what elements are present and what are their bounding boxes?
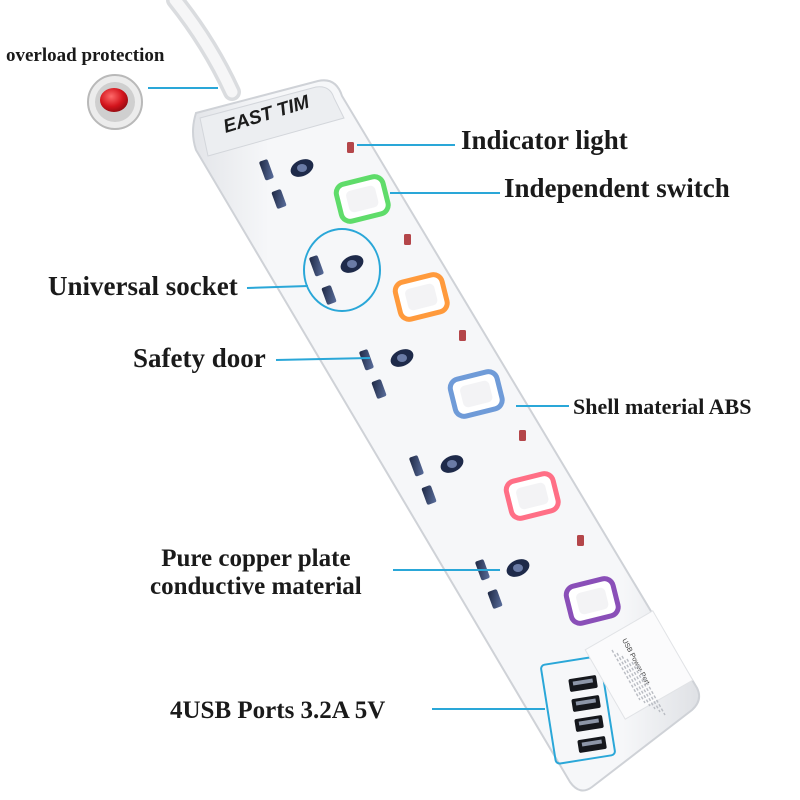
indicator-light: [347, 142, 354, 153]
safety-line: [275, 357, 371, 361]
independent-switch: [447, 369, 505, 419]
independent-switch: [503, 471, 561, 521]
callout-shell-material: Shell material ABS: [573, 394, 752, 419]
universal-socket: [309, 255, 364, 305]
callout-copper-line1: Pure copper plate: [161, 545, 351, 572]
universal-socket: [259, 159, 314, 209]
callout-universal-socket: Universal socket: [48, 271, 238, 301]
indicator-light: [404, 234, 411, 245]
callout-lines: [148, 87, 569, 710]
universal-line: [246, 285, 309, 289]
independent-switch: [392, 272, 450, 322]
independent-switches: [333, 174, 621, 626]
callout-safety-door: Safety door: [133, 343, 266, 373]
callout-usb-ports: 4USB Ports 3.2A 5V: [170, 697, 386, 724]
indicator-light: [577, 535, 584, 546]
callout-independent-switch: Independent switch: [504, 173, 730, 203]
overload-protection-button: [87, 74, 143, 130]
usb-port: [574, 715, 604, 732]
usb-port: [568, 675, 598, 692]
usb-port: [577, 736, 607, 753]
universal-socket-ring: [303, 228, 381, 312]
usb-panel: USB Power Port: [540, 610, 694, 765]
independent-switch: [563, 576, 621, 626]
indicator-light: [459, 330, 466, 341]
indicator-light: [519, 430, 526, 441]
callout-copper-line2: conductive material: [150, 572, 362, 600]
universal-socket: [359, 349, 414, 399]
callout-indicator-light: Indicator light: [461, 125, 628, 155]
usb-port: [571, 695, 601, 712]
universal-socket: [409, 455, 464, 505]
indicator-lights: [347, 142, 584, 546]
independent-switch: [333, 174, 391, 224]
callout-overload-protection: overload protection: [6, 45, 165, 66]
callout-pure-copper: Pure copper plate conductive material: [150, 545, 362, 600]
